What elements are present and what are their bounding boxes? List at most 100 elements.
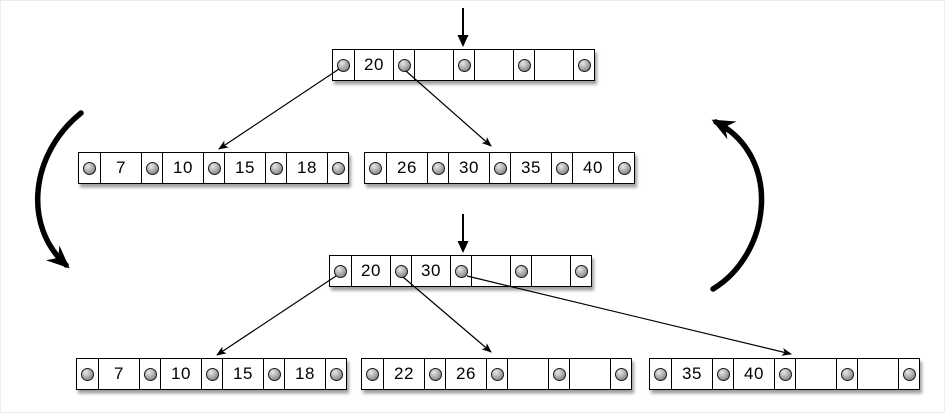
pointer-slot — [548, 359, 569, 389]
node-root-before: 20 — [332, 49, 595, 81]
pointer-slot-circle-icon — [331, 161, 345, 175]
pointer-slot-circle-icon — [428, 367, 442, 381]
pointer-slot-circle-icon — [369, 161, 382, 175]
pointer-slot — [513, 50, 534, 80]
pointer-slot — [712, 359, 733, 389]
key-cell: 30 — [411, 256, 450, 286]
pointer-slot-circle-icon — [654, 367, 667, 381]
key-cell: 22 — [383, 359, 424, 389]
key-cell: 7 — [100, 153, 141, 183]
pointer-slot-circle-icon — [517, 58, 531, 72]
pointer-slot — [510, 256, 531, 286]
key-cell: 18 — [284, 359, 325, 389]
pointer-slot — [325, 359, 346, 389]
pointer-slot-circle-icon — [493, 161, 507, 175]
pointer-arrow-after-left — [216, 275, 337, 356]
key-cell — [534, 50, 573, 80]
key-cell: 26 — [445, 359, 486, 389]
pointer-slot — [610, 359, 631, 389]
pointer-slot — [203, 153, 224, 183]
pointer-slot-circle-icon — [454, 264, 468, 278]
pointer-slot — [265, 153, 286, 183]
pointer-slot — [330, 256, 351, 286]
node-child-after-right: 35 40 — [649, 358, 920, 390]
key-cell: 15 — [222, 359, 263, 389]
pointer-slot-circle-icon — [555, 161, 569, 175]
pointer-slot — [390, 256, 411, 286]
pointer-slot-circle-icon — [329, 367, 343, 381]
pointer-slot — [139, 359, 160, 389]
pointer-slot-circle-icon — [337, 58, 350, 72]
node-child-before-left: 7 10 15 18 — [78, 152, 349, 184]
pointer-slot-circle-icon — [366, 367, 379, 381]
pointer-slot — [77, 359, 98, 389]
key-cell — [795, 359, 836, 389]
pointer-slot — [486, 359, 507, 389]
key-cell — [414, 50, 453, 80]
pointer-slot — [453, 50, 474, 80]
key-cell: 20 — [354, 50, 393, 80]
key-cell — [471, 256, 510, 286]
pointer-slot-circle-icon — [394, 264, 408, 278]
key-cell: 15 — [224, 153, 265, 183]
pointer-slot-circle-icon — [81, 367, 94, 381]
key-cell — [569, 359, 610, 389]
cycle-arrow-right — [710, 119, 765, 292]
pointer-slot-circle-icon — [207, 161, 221, 175]
key-cell — [857, 359, 898, 389]
pointer-slot-circle-icon — [267, 367, 281, 381]
pointer-slot-circle-icon — [840, 367, 854, 381]
key-cell: 35 — [671, 359, 712, 389]
pointer-slot-circle-icon — [552, 367, 566, 381]
pointer-slot-circle-icon — [457, 58, 471, 72]
key-cell — [507, 359, 548, 389]
key-cell — [474, 50, 513, 80]
pointer-slot — [650, 359, 671, 389]
pointer-slot — [263, 359, 284, 389]
pointer-slot — [362, 359, 383, 389]
pointer-slot-circle-icon — [614, 367, 628, 381]
pointer-slot-circle-icon — [83, 161, 96, 175]
pointer-slot — [141, 153, 162, 183]
pointer-slot-circle-icon — [577, 58, 591, 72]
pointer-arrow-before-left — [218, 68, 340, 150]
pointer-arrow-after-middle — [402, 276, 492, 353]
pointer-slot — [79, 153, 100, 183]
pointer-slot-circle-icon — [902, 367, 916, 381]
pointer-slot-circle-icon — [269, 161, 283, 175]
key-cell: 7 — [98, 359, 139, 389]
pointer-slot — [450, 256, 471, 286]
pointer-slot — [613, 153, 634, 183]
pointer-slot — [774, 359, 795, 389]
key-cell: 30 — [448, 153, 489, 183]
key-cell: 20 — [351, 256, 390, 286]
pointer-arrow-after-right — [466, 275, 792, 356]
key-cell: 10 — [162, 153, 203, 183]
pointer-slot — [393, 50, 414, 80]
key-cell: 40 — [733, 359, 774, 389]
node-child-after-middle: 22 26 — [361, 358, 632, 390]
pointer-slot-circle-icon — [145, 161, 159, 175]
pointer-slot — [327, 153, 348, 183]
key-cell: 35 — [510, 153, 551, 183]
pointer-slot-circle-icon — [490, 367, 504, 381]
pointer-slot — [551, 153, 572, 183]
pointer-slot-circle-icon — [514, 264, 528, 278]
pointer-slot — [573, 50, 594, 80]
pointer-slot-circle-icon — [334, 264, 347, 278]
key-cell: 18 — [286, 153, 327, 183]
pointer-slot-circle-icon — [397, 58, 411, 72]
key-cell: 10 — [160, 359, 201, 389]
pointer-slot — [427, 153, 448, 183]
key-cell: 40 — [572, 153, 613, 183]
pointer-slot — [333, 50, 354, 80]
pointer-slot — [365, 153, 386, 183]
pointer-slot — [898, 359, 919, 389]
pointer-slot — [836, 359, 857, 389]
cycle-arrow-left — [35, 110, 84, 269]
key-cell — [531, 256, 570, 286]
pointer-slot — [489, 153, 510, 183]
